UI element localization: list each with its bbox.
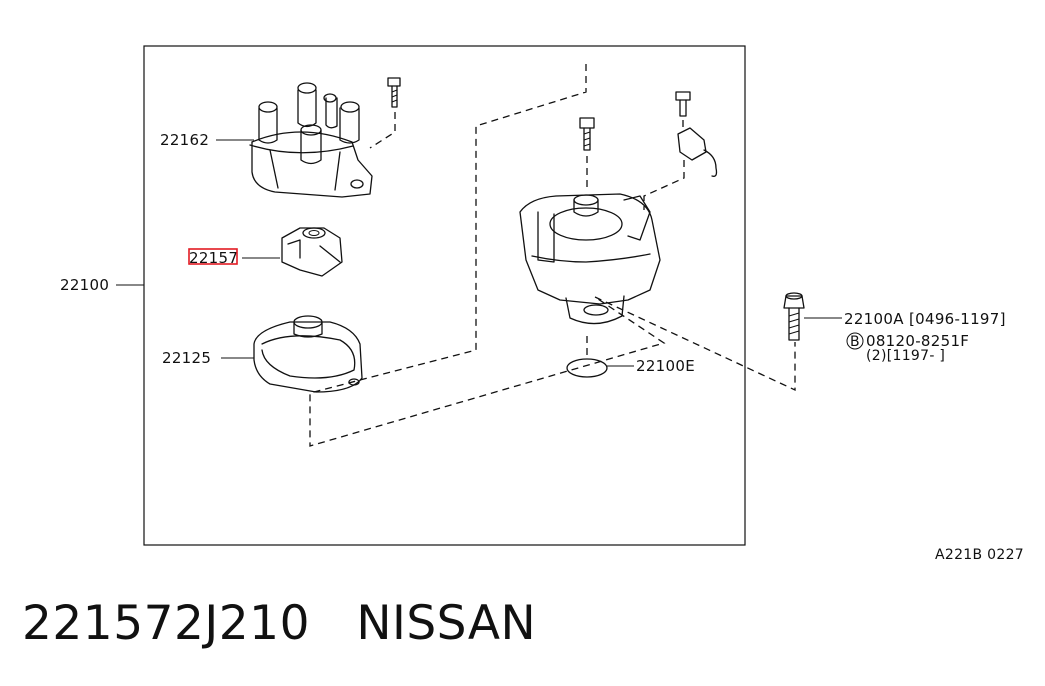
diagram-frame xyxy=(143,45,746,546)
callout-22162: 22162 xyxy=(160,131,209,149)
callout-22157[interactable]: 22157 xyxy=(189,249,238,267)
callout-bolt-code: 08120-8251F xyxy=(866,332,969,350)
bolt-mark-letter: B xyxy=(850,334,860,350)
callout-22100E: 22100E xyxy=(636,357,695,375)
external-bolt-drawing xyxy=(783,292,805,341)
caption-brand: NISSAN xyxy=(356,596,537,651)
distributor-cap-drawing xyxy=(249,82,373,198)
callout-22125: 22125 xyxy=(162,349,211,367)
callout-bolt-qty-range: (2)[1197- ] xyxy=(866,348,945,364)
seal-drawing xyxy=(253,315,363,393)
body-top-bolt-drawing xyxy=(579,117,595,190)
assembly-dashed-line xyxy=(309,64,796,447)
callout-22100A: 22100A xyxy=(844,310,904,328)
rotor-drawing xyxy=(281,227,343,277)
o-ring-drawing xyxy=(566,336,608,378)
caption-part-number: 221572J210 xyxy=(22,596,310,651)
part-caption: 221572J210 NISSAN xyxy=(22,596,536,651)
cap-screw-drawing xyxy=(369,77,401,149)
sensor-connector-drawing xyxy=(643,91,718,210)
distributor-body-drawing xyxy=(519,193,661,325)
bolt-mark-circle xyxy=(846,332,864,350)
figure-code: A221B 0227 xyxy=(935,547,1024,563)
callout-22100: 22100 xyxy=(60,276,109,294)
callout-22100A-range: [0496-1197] xyxy=(909,310,1006,328)
callout-22157-highlight[interactable] xyxy=(188,248,238,265)
